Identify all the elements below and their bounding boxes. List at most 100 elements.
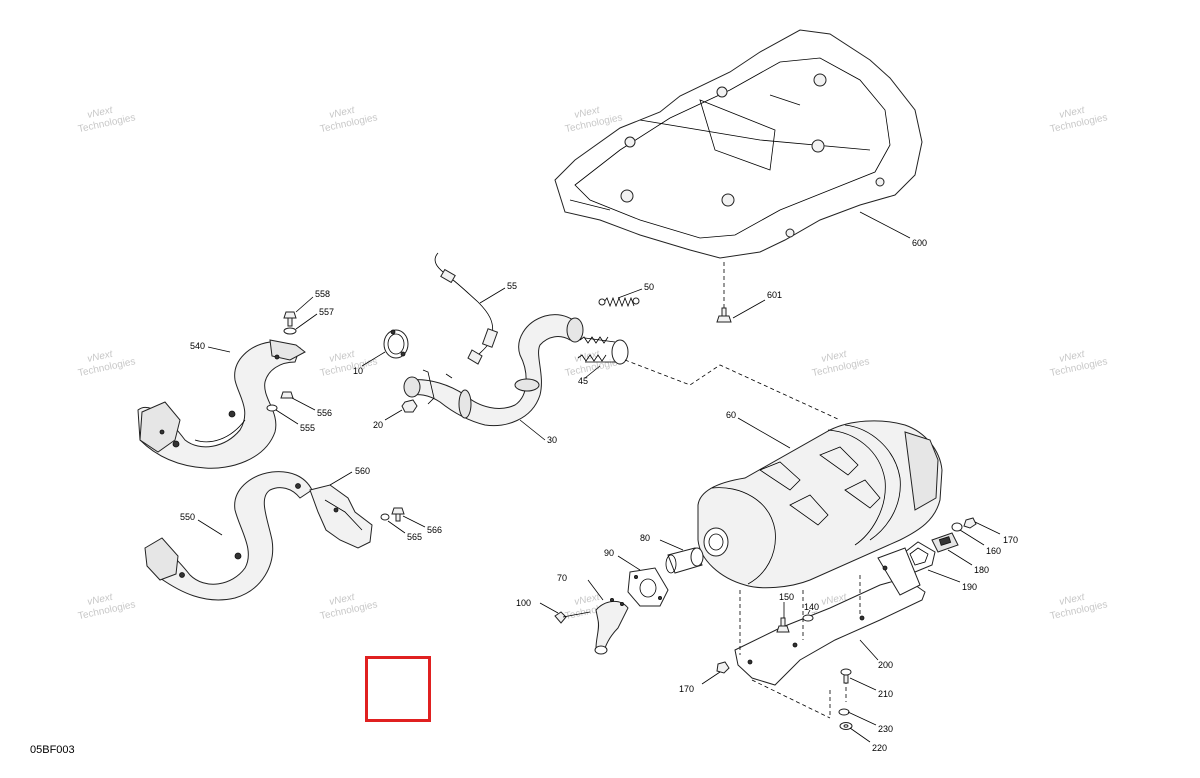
plate-screw[interactable] [716,307,732,323]
callout-45[interactable]: 45 [578,376,588,386]
watermark: vNext Technologies [77,349,136,380]
callout-230[interactable]: 230 [878,724,893,734]
callout-220[interactable]: 220 [872,743,887,753]
leader-line [974,521,1001,535]
callout-560[interactable]: 560 [355,466,370,476]
watermark: vNext Technologies [319,592,378,623]
tail-pipe-bolt[interactable] [554,611,591,624]
svg-text:vNext: vNext [86,105,114,121]
bracket-spacer[interactable] [838,708,850,716]
shield-washer[interactable] [283,327,297,335]
shield-screw[interactable] [283,311,297,327]
callout-558[interactable]: 558 [315,289,330,299]
leader-line [197,519,223,536]
callout-10[interactable]: 10 [353,366,363,376]
lower-pipe-heat-shield[interactable] [144,471,313,601]
leader-line [384,409,403,421]
leader-line [849,677,877,691]
assembly-axis [751,679,831,719]
header-nut[interactable] [401,399,418,413]
side-heat-shield[interactable] [309,484,373,549]
callout-555[interactable]: 555 [300,423,315,433]
watermark: vNext Technologies [1049,105,1108,136]
callout-540[interactable]: 540 [190,341,205,351]
svg-text:vNext: vNext [86,349,114,365]
callout-210[interactable]: 210 [878,689,893,699]
callout-55[interactable]: 55 [507,281,517,291]
leader-line [659,539,684,551]
leader-line [361,351,386,367]
callout-90[interactable]: 90 [604,548,614,558]
heat-shield-plate[interactable] [554,29,923,259]
rubber-mount[interactable] [931,532,959,553]
leader-line [732,299,766,319]
leader-line [479,287,506,304]
leader-line [807,609,811,615]
callout-200[interactable]: 200 [878,660,893,670]
shield-screw-lower[interactable] [280,391,294,399]
callout-60[interactable]: 60 [726,410,736,420]
muffler-bracket[interactable] [734,547,926,686]
shield-washer-lower[interactable] [266,404,278,412]
leader-line [519,419,546,441]
leader-line [737,417,791,449]
svg-text:vNext: vNext [328,592,356,608]
bracket-washer[interactable] [839,722,853,730]
leader-line [617,288,643,299]
callout-180[interactable]: 180 [974,565,989,575]
callout-50[interactable]: 50 [644,282,654,292]
leader-line [847,711,877,726]
selection-highlight-box[interactable] [365,656,431,722]
callout-20[interactable]: 20 [373,420,383,430]
leader-line [291,397,316,411]
bracket-screw[interactable] [776,617,790,633]
leader-line [617,555,641,571]
callout-140[interactable]: 140 [804,602,819,612]
exhaust-gasket[interactable] [383,329,409,359]
watermark: vNext Technologies [564,105,623,136]
side-shield-screw[interactable] [391,507,405,522]
muffler[interactable] [697,420,943,589]
bracket-grommet[interactable] [840,668,852,684]
oxygen-sensor[interactable] [434,252,499,365]
svg-text:vNext: vNext [573,349,601,365]
callout-30[interactable]: 30 [547,435,557,445]
callout-600[interactable]: 600 [912,238,927,248]
leader-line [207,346,231,353]
callout-601[interactable]: 601 [767,290,782,300]
callout-566[interactable]: 566 [427,525,442,535]
mount-washer[interactable] [951,522,963,532]
svg-text:vNext: vNext [86,592,114,608]
muffler-sleeve[interactable] [665,547,704,574]
svg-text:vNext: vNext [1058,592,1086,608]
svg-text:vNext: vNext [1058,349,1086,365]
mount-nut-upper[interactable] [963,517,977,529]
callout-100[interactable]: 100 [516,598,531,608]
watermark: vNext Technologies [77,105,136,136]
bracket-nut[interactable] [716,661,730,674]
pipe-clamp[interactable] [577,336,629,365]
flange-gasket[interactable] [627,567,669,607]
callout-565[interactable]: 565 [407,532,422,542]
header-pipe[interactable] [403,314,584,427]
callout-190[interactable]: 190 [962,582,977,592]
tail-pipe[interactable] [594,598,629,655]
callout-557[interactable]: 557 [319,307,334,317]
upper-pipe-heat-shield[interactable] [137,339,306,469]
callout-170-lower[interactable]: 170 [679,684,694,694]
leader-line [295,313,318,330]
callout-170-upper[interactable]: 170 [1003,535,1018,545]
bracket-bushing[interactable] [802,614,814,622]
callout-70[interactable]: 70 [557,573,567,583]
callout-150[interactable]: 150 [779,592,794,602]
callout-80[interactable]: 80 [640,533,650,543]
leader-line [701,671,721,685]
exhaust-spring[interactable] [598,296,640,308]
callout-160[interactable]: 160 [986,546,1001,556]
watermark: vNext Technologies [811,349,870,380]
callout-556[interactable]: 556 [317,408,332,418]
side-shield-washer[interactable] [380,513,390,521]
callout-550[interactable]: 550 [180,512,195,522]
watermark: vNext Technologies [1049,349,1108,380]
